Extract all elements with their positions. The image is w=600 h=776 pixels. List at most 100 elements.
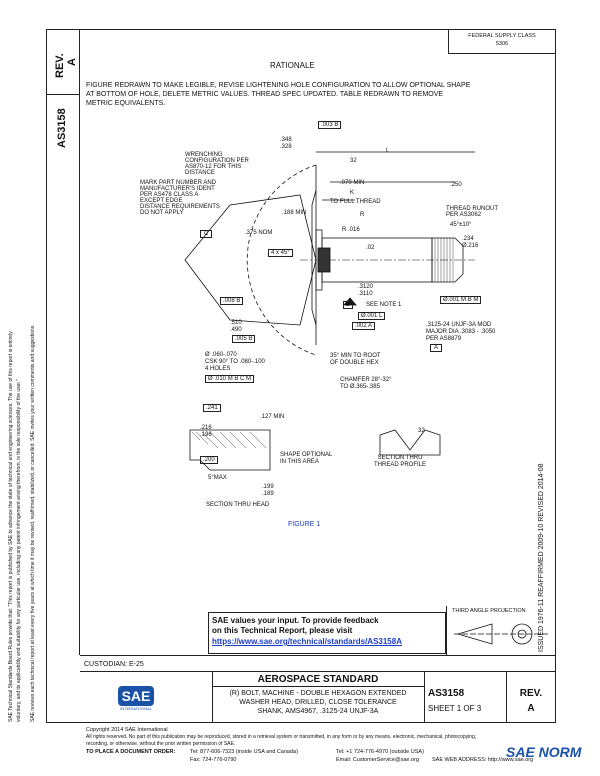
dim-490: .490: [230, 327, 242, 333]
dim-241: .241: [203, 404, 221, 412]
fed-class-box: [448, 29, 556, 54]
title-rev-label: REV.: [519, 688, 543, 699]
fed-class-number: 5306: [495, 41, 509, 47]
tol-001l: Ø.001 L: [358, 312, 386, 320]
head-outline: [311, 189, 317, 326]
dim-234: .234: [462, 236, 474, 242]
dim-188: .188 MIN: [282, 210, 307, 216]
chamfer-note: CHAMFER 28°-32°TO Ø.365-.385: [340, 377, 392, 390]
datum-a: A: [430, 344, 443, 352]
dim-070: .070 MIN: [340, 180, 365, 186]
title-desc-1: (R) BOLT, MACHINE - DOUBLE HEXAGON EXTEN…: [229, 690, 407, 697]
tol-top: .003 B: [318, 121, 342, 129]
head-end-view: [184, 194, 317, 326]
feedback-link[interactable]: https://www.sae.org/technical/standards/…: [212, 637, 402, 646]
web-address: SAE WEB ADDRESS: http://www.sae.org: [432, 757, 534, 763]
dim-189: .189: [262, 491, 274, 497]
projection-symbol-icon: [454, 623, 550, 645]
projection-box: [446, 606, 556, 656]
dim-45: 45°±10°: [450, 222, 472, 228]
dim-3120: .3120: [358, 284, 374, 290]
fax: Fax: 724-776-0790: [190, 757, 237, 763]
section-head-view: [189, 429, 271, 471]
datum-c: C: [200, 230, 213, 238]
margin-text-2: voluntary, and its applicability and sui…: [16, 379, 22, 722]
rationale-line-1: FIGURE REDRAWN TO MAKE LEGIBLE, REVISE L…: [86, 82, 471, 89]
tel-intl: Tel: +1 724-776-4970 (outside USA): [336, 749, 424, 755]
dim-196: .196: [200, 432, 212, 438]
dim-348: .348: [280, 137, 292, 143]
rationale-line-2: AT BOTTOM OF HOLE, DELETE METRIC VALUES.…: [86, 91, 444, 98]
rationale-title: RATIONALE: [270, 61, 315, 70]
section-head-label: SECTION THRU HEAD: [206, 502, 270, 508]
dim-199: .199: [262, 484, 274, 490]
margin-text-1: SAE Technical Standards Board Rules prov…: [8, 331, 14, 722]
to-full-thread: TO FULL THREAD: [330, 199, 381, 205]
tol-002: .002 A: [352, 322, 376, 330]
rationale-line-3: METRIC EQUIVALENTS.: [86, 100, 166, 107]
dim-510: .510: [230, 320, 242, 326]
see-note: SEE NOTE 1: [366, 302, 402, 308]
dim-r: R: [360, 212, 365, 218]
dim-250: .250: [450, 182, 462, 188]
bolt-drawing: [184, 151, 475, 471]
copyright: Copyright 2014 SAE International: [86, 727, 168, 733]
dim-328: .328: [280, 144, 292, 150]
title-rev-value: A: [527, 703, 535, 714]
email: Email: CustomerService@sae.org: [336, 757, 419, 763]
dim-216: Ø.216: [462, 243, 479, 249]
tol-holes: Ø .010 M B C M: [205, 375, 255, 383]
dim-k: K: [350, 190, 355, 196]
sheet-number: SHEET 1 OF 3: [428, 704, 482, 713]
standard-title: AEROSPACE STANDARD: [257, 674, 379, 685]
tel-usa: Tel: 877-606-7323 (inside USA and Canada…: [190, 749, 298, 755]
tol-008: .008 B: [220, 297, 244, 305]
dim-32: 32: [350, 158, 357, 164]
section-thread-view: [379, 429, 441, 456]
hex-detail: [317, 247, 331, 273]
tol-005: .005 B: [232, 335, 256, 343]
feedback-line-2: on this Technical Report, please visit: [212, 626, 353, 635]
feedback-line-1: SAE values your input. To provide feedba…: [212, 616, 379, 625]
figure-label: FIGURE 1: [288, 521, 321, 528]
sae-logo: SAE INTERNATIONAL: [118, 686, 154, 716]
title-desc-3: SHANK, AMS4967, .3125-24 UNJF-3A: [257, 708, 379, 715]
side-column: [46, 95, 80, 655]
rights-2: recording, or otherwise, without the pri…: [86, 741, 236, 747]
dim-l: L: [386, 148, 390, 154]
rights-1: All rights reserved. No part of this pub…: [86, 734, 477, 740]
watermark: SAE NORM: [506, 744, 582, 760]
dim-4x45: 4 x 45°: [268, 249, 293, 257]
doc-number-vertical: AS3158: [56, 108, 68, 148]
dim-375: .375 NOM: [245, 230, 273, 236]
custodian: CUSTODIAN: E-25: [84, 661, 144, 668]
dim-3110: .3110: [358, 291, 373, 297]
tol-r001: Ø.001 M B M: [440, 296, 482, 304]
feedback-box: [208, 612, 446, 654]
dim-32-thread: 32: [418, 428, 425, 434]
dim-02: .02: [366, 245, 375, 251]
dim-max: 5°MAX: [208, 475, 227, 481]
dim-216-section: .216: [200, 425, 212, 431]
rev-label-vertical: REV.: [54, 53, 66, 78]
projection-label: THIRD ANGLE PROJECTION: [452, 608, 526, 614]
fed-class-label: FEDERAL SUPPLY CLASS: [468, 33, 536, 39]
rev-box: [46, 29, 80, 95]
title-doc-number: AS3158: [428, 688, 465, 699]
margin-text-3: SAE reviews each technical report at lea…: [30, 324, 36, 722]
drawing-frame: [46, 29, 556, 723]
datum-b: B: [343, 301, 354, 309]
rev-value-vertical: A: [66, 58, 78, 66]
dim-200: .200: [200, 456, 218, 464]
dim-r-016: R .016: [342, 227, 360, 233]
title-desc-2: WASHER HEAD, DRILLED, CLOSE TOLERANCE: [239, 699, 397, 706]
dim-127: .127 MIN: [260, 414, 285, 420]
order-label: TO PLACE A DOCUMENT ORDER:: [86, 749, 176, 755]
